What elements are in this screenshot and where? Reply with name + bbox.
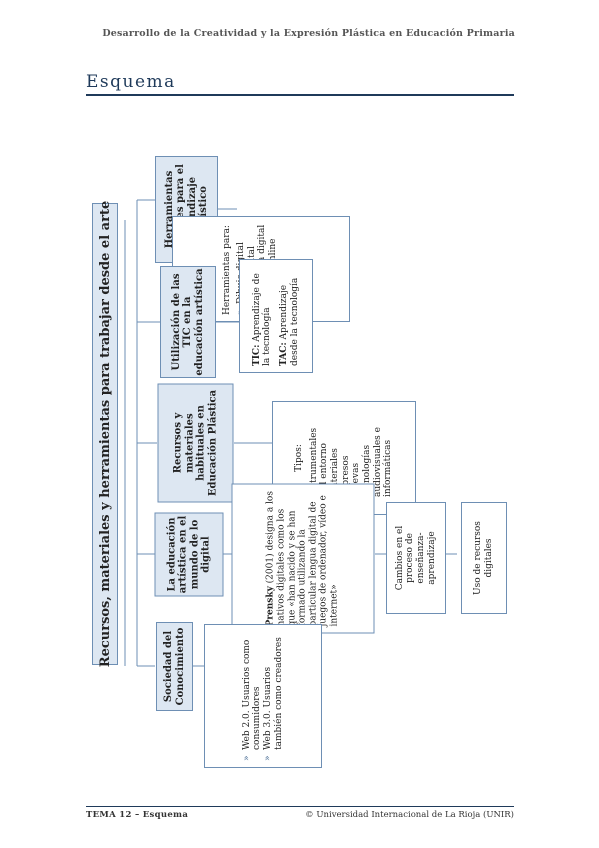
- cambios-text: Cambios en el proceso de enseñanza-apren…: [394, 525, 437, 591]
- running-header: Desarrollo de la Creatividad y la Expres…: [102, 28, 515, 39]
- prensky-text: (2001) designa a los nativos digitales c…: [265, 491, 340, 627]
- prensky-label: Prensky: [265, 586, 276, 627]
- prensky-box: Prensky (2001) designa a los nativos dig…: [231, 483, 375, 634]
- page-title: Esquema: [86, 72, 176, 92]
- tic-detail-box: TIC: Aprendizaje de la tecnología TAC: A…: [239, 259, 313, 373]
- footer-copyright: © Universidad Internacional de La Rioja …: [305, 810, 514, 820]
- branch-sociedad-box: Sociedad del Conocimiento: [156, 622, 193, 711]
- root-label: Recursos, materiales y herramientas para…: [97, 200, 113, 668]
- tac-label: TAC:: [279, 342, 289, 366]
- uso-box: Uso de recursos digitales: [461, 502, 507, 614]
- branch-sociedad-title: Sociedad del Conocimiento: [163, 627, 186, 706]
- branch-tic-box: Utilización de las TIC en la educación a…: [160, 266, 216, 378]
- branch-recursos-title: Recursos y materiales habituales en Educ…: [172, 389, 219, 497]
- footer-topic: TEMA 12 – Esquema: [86, 810, 189, 820]
- list-item: Web 3.0. Usuarios también como creadores: [263, 631, 284, 761]
- prensky-detail: Prensky (2001) designa a los nativos dig…: [265, 491, 340, 627]
- title-underline: [86, 94, 514, 96]
- root-box: Recursos, materiales y herramientas para…: [92, 200, 118, 668]
- branch-tic-title: Utilización de las TIC en la educación a…: [170, 268, 205, 376]
- tic-detail: TIC: Aprendizaje de la tecnología TAC: A…: [252, 266, 300, 366]
- footer-rule: [86, 806, 514, 807]
- herramientas-intro: Herramientas para:: [222, 225, 233, 315]
- cambios-box: Cambios en el proceso de enseñanza-apren…: [386, 502, 446, 614]
- uso-text: Uso de recursos digitales: [473, 521, 494, 595]
- sociedad-list: Web 2.0. Usuarios como consumidores Web …: [242, 631, 284, 761]
- branch-digital-title: La educación artística en el mundo de lo…: [166, 515, 212, 594]
- sociedad-detail: Web 2.0. Usuarios como consumidores Web …: [242, 631, 284, 761]
- sociedad-detail-box: Web 2.0. Usuarios como consumidores Web …: [204, 624, 322, 768]
- branch-recursos-box: Recursos y materiales habituales en Educ…: [157, 383, 234, 503]
- list-item: Web 2.0. Usuarios como consumidores: [242, 631, 263, 761]
- tic-label: TIC:: [251, 344, 262, 366]
- branch-digital-box: La educación artística en el mundo de lo…: [154, 512, 224, 597]
